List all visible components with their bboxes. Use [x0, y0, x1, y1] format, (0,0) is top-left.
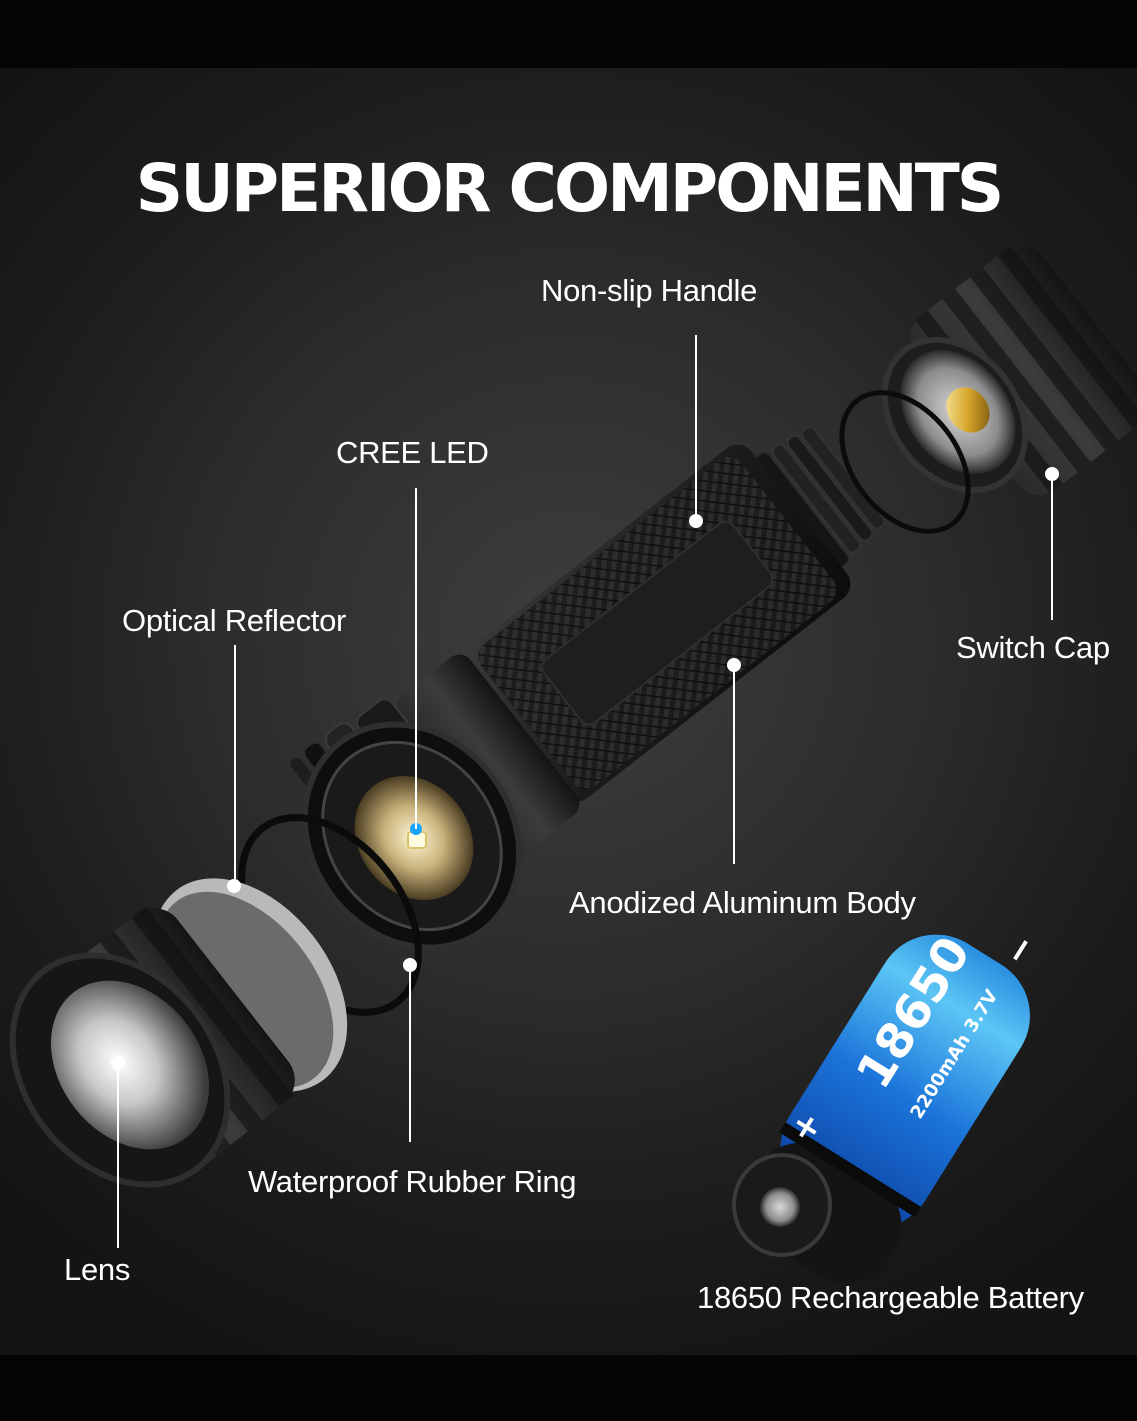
leader-dot-body: [727, 658, 741, 672]
label-cree-led: CREE LED: [336, 435, 489, 470]
rubber-ring-rear: [839, 390, 971, 534]
leader-dot-ring: [403, 958, 417, 972]
page-title: SUPERIOR COMPONENTS: [135, 150, 1005, 227]
top-band: [0, 0, 1137, 68]
bezel-head: [9, 878, 348, 1188]
bottom-band: [0, 1355, 1137, 1421]
label-non-slip-handle: Non-slip Handle: [541, 273, 758, 308]
label-rubber-ring: Waterproof Rubber Ring: [248, 1164, 577, 1199]
switch-cap: [881, 245, 1137, 495]
leader-dot-switch: [1045, 467, 1059, 481]
label-switch-cap: Switch Cap: [956, 630, 1110, 665]
leader-dot-reflector: [227, 879, 241, 893]
label-lens: Lens: [64, 1252, 131, 1287]
leader-dot-handle: [689, 514, 703, 528]
callout-lines: [111, 335, 1059, 1248]
label-optical-reflector: Optical Reflector: [122, 603, 347, 638]
lens-glass: [50, 980, 210, 1150]
leader-dot-lens: [111, 1056, 125, 1070]
battery: 18650 2200mAh 3.7V + −: [732, 927, 1045, 1284]
led-housing: [301, 721, 523, 951]
label-battery: 18650 Rechargeable Battery: [697, 1280, 1084, 1315]
label-anodized-body: Anodized Aluminum Body: [569, 885, 916, 920]
